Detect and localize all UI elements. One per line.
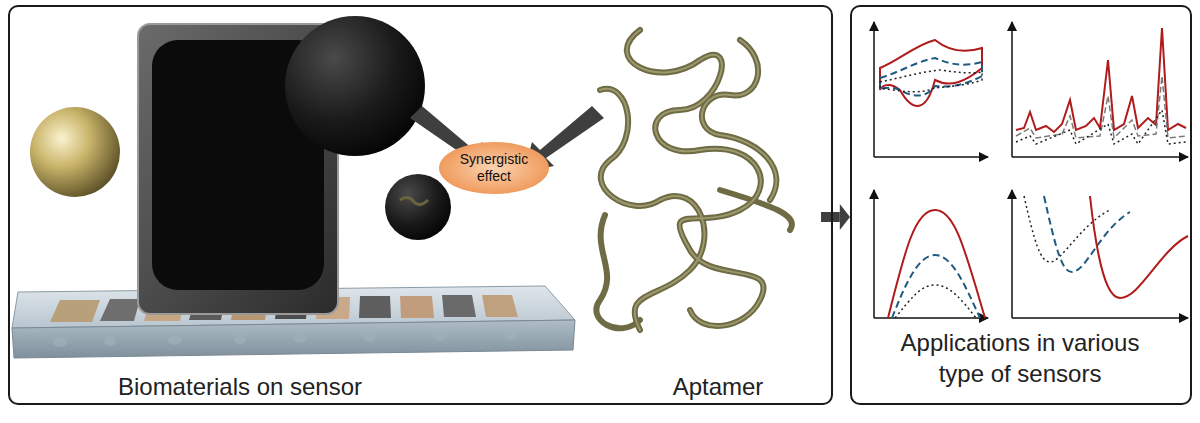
flow-arrow — [821, 204, 850, 230]
left-panel: Synergistic effectBiomaterials on sensor… — [8, 5, 833, 405]
panel-caption: Applications in various type of sensors — [889, 327, 1151, 389]
peak-chart — [874, 190, 988, 318]
panel-caption: Aptamer — [673, 371, 764, 402]
aptamer-strands — [596, 30, 792, 330]
carbon-sphere — [285, 16, 425, 156]
carbon-sphere — [385, 174, 451, 240]
sphere-detail — [400, 197, 428, 204]
effect-ellipse: Synergistic effect — [438, 141, 550, 195]
impedance-chart — [1012, 190, 1188, 318]
spectrum-chart — [1012, 22, 1188, 157]
gold-nanoparticle — [30, 107, 120, 197]
right-panel: Applications in various type of sensors — [850, 5, 1192, 405]
effect-label: Synergistic effect — [451, 151, 537, 185]
panel-caption: Biomaterials on sensor — [118, 371, 362, 402]
cv-chart — [874, 22, 988, 157]
